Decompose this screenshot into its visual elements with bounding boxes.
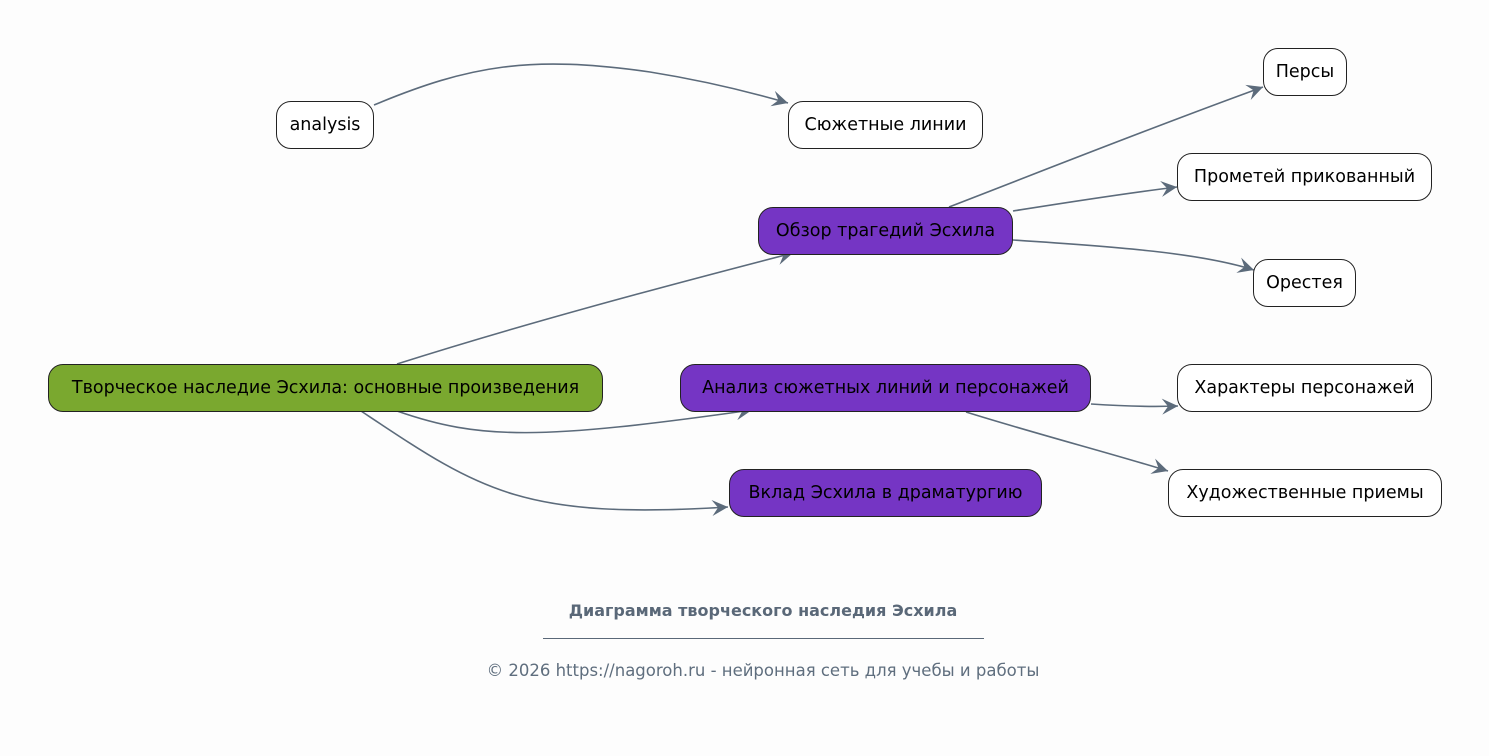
edge-analysis-to-plotlines: [373, 63, 789, 107]
copyright-text: © 2026 https://nagoroh.ru - нейронная се…: [486, 661, 1040, 680]
node-contribution[interactable]: Вклад Эсхила в драматургию: [729, 469, 1042, 517]
node-persians[interactable]: Персы: [1263, 48, 1347, 96]
node-analysis-branch[interactable]: Анализ сюжетных линий и персонажей: [680, 364, 1091, 412]
edge-overview-to-prometheus: [1012, 181, 1178, 212]
edge-overview-to-persians: [948, 84, 1264, 208]
node-analysis[interactable]: analysis: [276, 101, 374, 149]
node-overview[interactable]: Обзор трагедий Эсхила: [758, 207, 1013, 255]
node-root[interactable]: Творческое наследие Эсхила: основные про…: [48, 364, 603, 412]
node-devices[interactable]: Художественные приемы: [1168, 469, 1442, 517]
edge-analysis-branch-to-devices: [965, 411, 1169, 474]
node-prometheus[interactable]: Прометей прикованный: [1177, 153, 1432, 201]
diagram-title: Диаграмма творческого наследия Эсхила: [568, 601, 958, 620]
edge-root-to-contribution: [360, 410, 729, 516]
footer-divider: [543, 638, 984, 639]
edge-root-to-overview: [396, 249, 794, 365]
node-oresteia[interactable]: Орестея: [1253, 259, 1356, 307]
node-plotlines[interactable]: Сюжетные линии: [788, 101, 983, 149]
edge-analysis-branch-to-characters: [1090, 398, 1179, 415]
node-characters[interactable]: Характеры персонажей: [1177, 364, 1432, 412]
edge-root-to-analysis-branch: [396, 404, 753, 434]
edge-overview-to-oresteia: [1012, 239, 1255, 273]
